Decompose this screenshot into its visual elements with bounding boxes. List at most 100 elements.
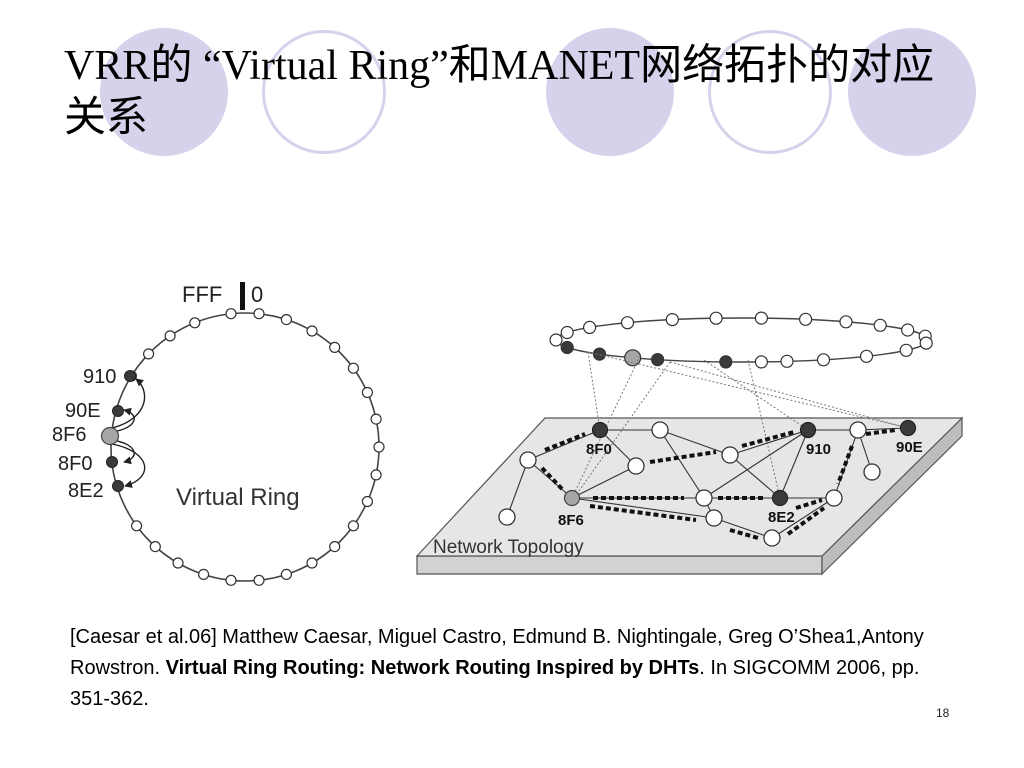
ring-node — [172, 557, 184, 569]
topology-node — [651, 421, 669, 439]
ring-node — [361, 495, 373, 508]
topology-node — [849, 421, 867, 439]
ring-arrow — [111, 439, 135, 465]
upper-ring-node — [816, 353, 831, 367]
upper-ring-node — [719, 355, 733, 369]
ring-node-label: 8F0 — [58, 453, 92, 475]
ring-node-label: 90E — [65, 400, 101, 422]
upper-ring-node — [624, 349, 642, 367]
upper-ring-node — [754, 355, 769, 369]
decor-circle — [100, 28, 228, 156]
ring-node — [253, 308, 265, 320]
ring-node — [131, 520, 143, 532]
topology-node-label: 910 — [806, 441, 831, 458]
ring-node — [329, 540, 341, 553]
ring-node-label: 910 — [83, 366, 116, 388]
virtual-ring: FFF 0 Virtual Ring 910 90E 8F6 8F0 8E2 — [52, 282, 385, 586]
citation-paper-title: Virtual Ring Routing: Network Routing In… — [165, 657, 700, 679]
ring-node — [225, 308, 237, 320]
network-topology: Network Topology — [415, 311, 964, 576]
ring-node — [253, 574, 265, 586]
upper-ring-node — [560, 340, 574, 355]
ring-zero-marker — [240, 282, 245, 310]
upper-ring-node — [582, 320, 597, 334]
ring-node-8e2 — [112, 480, 124, 492]
upper-ring-node — [665, 313, 679, 327]
upper-ring-node — [873, 318, 887, 332]
topology-node — [498, 508, 516, 526]
topology-node — [763, 529, 781, 547]
upper-ring-node — [709, 311, 723, 325]
ring-node-8f6 — [100, 426, 120, 446]
citation-venue: . In SIGCOMM 2006, pp. 351-362. — [70, 657, 920, 710]
upper-ring-node — [919, 336, 933, 350]
topology-nodes — [498, 419, 917, 547]
network-topology-label: Network Topology — [433, 537, 584, 558]
ring-node-label: 8F6 — [52, 424, 86, 446]
topology-node — [863, 463, 881, 481]
ring-arrow — [111, 378, 146, 429]
ring-node — [306, 557, 318, 569]
ring-node — [225, 574, 237, 586]
topology-node-90e — [899, 419, 917, 437]
ring-node — [370, 413, 382, 425]
upper-ring-node — [754, 311, 769, 325]
ring-node-910 — [124, 370, 136, 382]
ring-node — [189, 317, 201, 329]
upper-ring-node — [839, 315, 853, 329]
upper-ring-node — [549, 333, 563, 347]
citation-authors: [Caesar et al.06] Matthew Caesar, Miguel… — [70, 626, 924, 679]
ring-node — [347, 362, 359, 374]
topology-node — [695, 489, 713, 507]
topology-node-8e2 — [771, 489, 789, 507]
ring-arrow — [111, 407, 135, 433]
ring-zero-label: 0 — [251, 282, 263, 307]
ring-node — [149, 540, 161, 553]
slide-title: VRR的 “Virtual Ring”和MANET网络拓扑的对应关系 — [64, 43, 935, 141]
upper-ring-node — [650, 353, 665, 367]
decor-circle — [262, 30, 386, 154]
topology-node-label: 8F0 — [586, 441, 612, 458]
ring-node — [198, 568, 210, 581]
topology-node-8f0 — [591, 421, 609, 439]
ring-node — [164, 330, 176, 342]
ring-node — [143, 348, 155, 360]
ring-fff-label: FFF — [182, 282, 222, 307]
upper-ring-node — [620, 316, 635, 330]
ring-arrow — [111, 443, 146, 488]
page-number: 18 — [936, 706, 950, 720]
upper-ring-node — [859, 349, 874, 363]
ring-node-label: 8E2 — [68, 480, 104, 502]
topology-node-8f6 — [563, 489, 581, 507]
ring-node — [329, 341, 341, 353]
topology-node-label: 8E2 — [768, 509, 795, 526]
topology-plane-side — [416, 555, 823, 575]
topology-node — [627, 457, 645, 475]
topology-node — [825, 489, 843, 507]
topology-node — [721, 446, 739, 464]
upper-ring-node — [780, 354, 794, 368]
topology-node-910 — [799, 421, 817, 439]
upper-ring-node — [798, 312, 813, 326]
decor-circle — [546, 28, 674, 156]
upper-ring-node — [899, 343, 913, 357]
ring-node — [347, 520, 359, 532]
upper-ring-node — [901, 323, 915, 337]
topology-plane — [415, 417, 964, 557]
topology-node-label: 8F6 — [558, 512, 584, 529]
ring-node-8f0 — [106, 456, 118, 468]
ring-node — [306, 325, 318, 337]
ring-node — [280, 568, 292, 581]
projection-lines — [571, 351, 909, 499]
routing-paths — [540, 428, 897, 540]
upper-ring-nodes — [549, 311, 933, 369]
ring-node — [373, 441, 385, 453]
ring-node — [361, 386, 373, 399]
topology-node — [519, 451, 537, 469]
citation: [Caesar et al.06] Matthew Caesar, Miguel… — [70, 622, 950, 715]
ring-node — [280, 314, 292, 326]
upper-ring-node — [592, 347, 607, 361]
decor-circle — [708, 30, 832, 154]
